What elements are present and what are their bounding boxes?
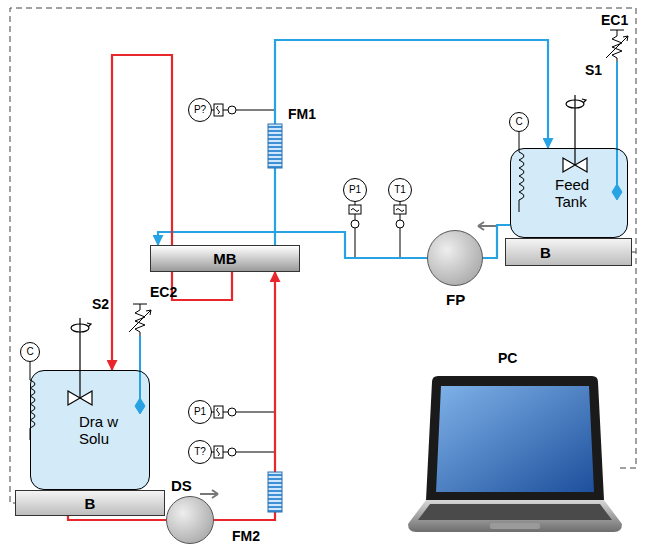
part-label: S2 — [92, 296, 109, 312]
tank-fill — [510, 148, 628, 238]
node-label: P1 — [349, 185, 361, 195]
pipe-connector — [275, 40, 548, 245]
part-label: PC — [498, 350, 517, 366]
feed-tank: Feed Tank — [510, 148, 628, 238]
temperature-gauge: T1 — [388, 178, 412, 202]
data-cable — [10, 8, 636, 503]
pump-label: DS — [171, 477, 192, 494]
tank-fill — [30, 370, 150, 490]
part-label: FM1 — [288, 106, 316, 122]
membrane-cell: MB — [150, 245, 300, 272]
node-label: P1 — [194, 407, 206, 417]
pipe-connector — [214, 272, 275, 520]
conductivity-probe — [129, 304, 151, 414]
flow-meter — [268, 124, 282, 168]
node-label: C — [515, 117, 522, 127]
draw-tank: Dra w Solu — [30, 370, 150, 490]
pipe-connector — [112, 55, 232, 370]
pressure-gauge: P1 — [188, 400, 212, 424]
part-label: FM2 — [232, 528, 260, 544]
coil-tag: C — [509, 112, 529, 132]
flow-direction-arrow — [200, 490, 218, 498]
conductivity-probe — [606, 30, 628, 200]
pump-label: FP — [446, 291, 465, 308]
node-label: MB — [213, 250, 236, 267]
flow-meter — [268, 472, 282, 512]
instrument-fitting — [212, 104, 275, 458]
draw-pump: DS — [166, 496, 214, 544]
node-label: P? — [194, 105, 206, 115]
part-label: S1 — [585, 62, 602, 78]
balance: B — [15, 490, 165, 516]
node-label: B — [540, 244, 551, 261]
balance: B — [505, 238, 632, 266]
node-label: Dra w Solu — [79, 413, 123, 447]
node-label: T? — [194, 447, 206, 457]
instrument-fitting — [349, 202, 406, 258]
data-cable — [632, 252, 636, 253]
temperature-gauge: T? — [188, 440, 212, 464]
node-label: C — [26, 347, 33, 357]
part-label: EC1 — [601, 12, 628, 28]
node-label: T1 — [394, 185, 406, 195]
stirrer-symbol — [563, 95, 587, 172]
heating-coil — [519, 132, 524, 212]
coil-tag: C — [20, 342, 40, 362]
node-label: B — [85, 495, 96, 512]
flow-direction-arrow — [478, 222, 496, 230]
stirrer-symbol — [68, 318, 92, 405]
pressure-gauge: P1 — [343, 178, 367, 202]
part-label: EC2 — [150, 284, 177, 300]
node-label: Feed Tank — [555, 176, 599, 210]
laptop-computer — [408, 376, 622, 532]
pressure-gauge: P? — [188, 98, 212, 122]
feed-pump: FP — [427, 230, 483, 286]
